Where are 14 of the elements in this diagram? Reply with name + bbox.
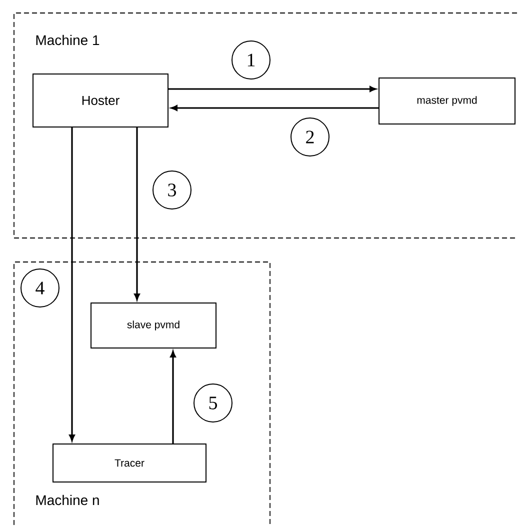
arrow [69,128,75,442]
process-box: slave pvmd [90,302,216,348]
process-box: master pvmd [378,78,516,124]
process-box: Tracer [52,444,206,482]
step-number: 3 [152,170,192,210]
step-number: 5 [194,384,232,422]
arrow [170,350,176,444]
step-number: 1 [232,40,270,80]
arrow [134,128,140,300]
process-box: Hoster [32,74,168,128]
arrow [170,105,378,111]
step-number: 4 [20,268,60,308]
step-number: 2 [290,118,330,156]
arrow [168,86,376,92]
